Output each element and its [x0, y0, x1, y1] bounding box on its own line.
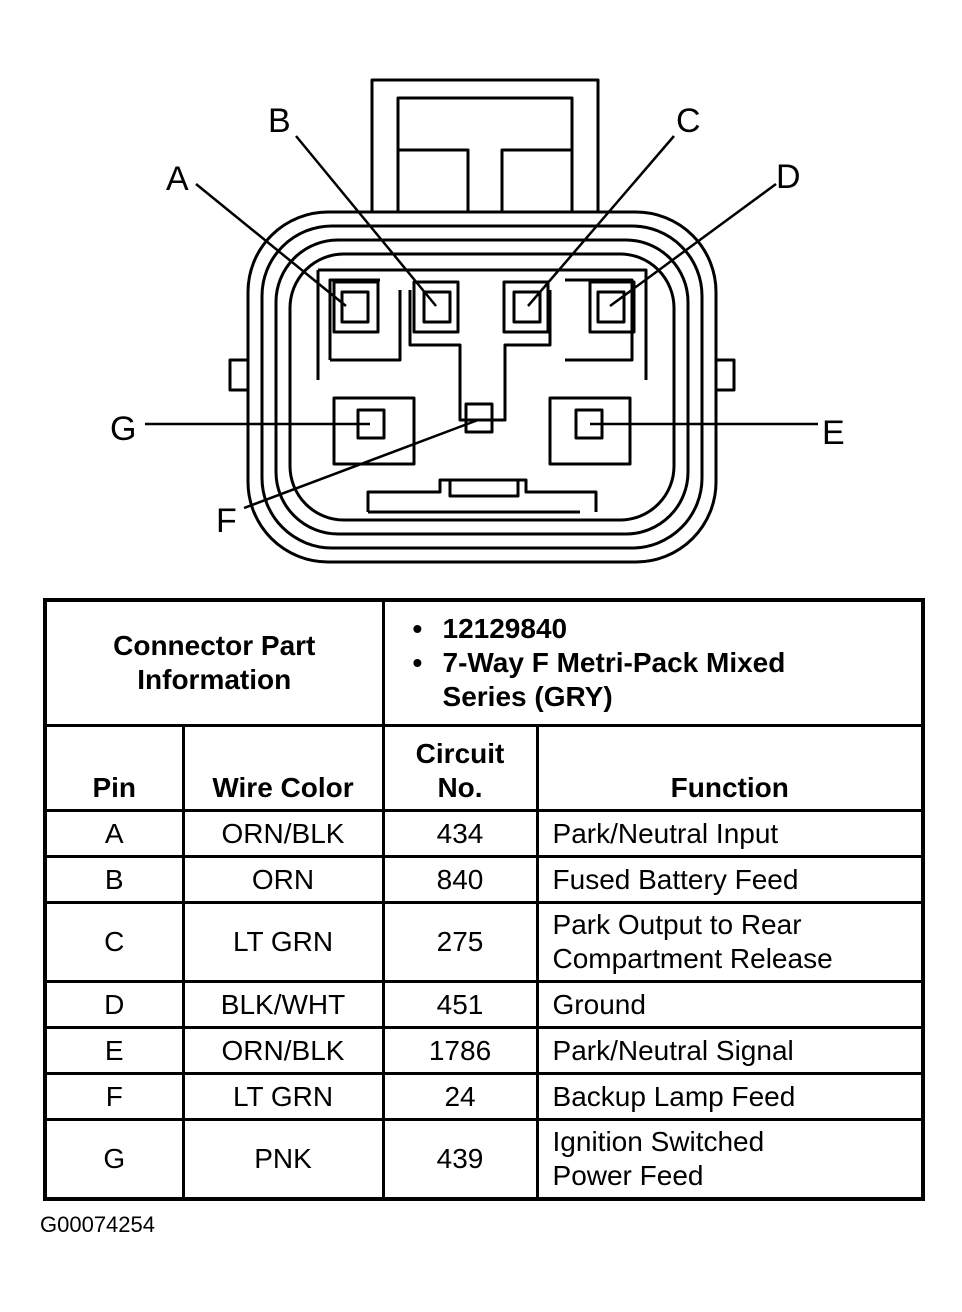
pin-label-b: B	[268, 102, 291, 140]
cavity-c-outer	[502, 280, 550, 334]
figure-id: G00074254	[40, 1212, 155, 1237]
wire-color-cell: BLK/WHT	[181, 980, 385, 1029]
circuit-cell: 840	[381, 855, 539, 904]
function-line: Power Feed	[552, 1160, 704, 1191]
table-row: B ORN 840 Fused Battery Feed	[43, 855, 925, 904]
leader-line-a	[195, 183, 347, 307]
header-row: Pin Wire Color Circuit No. Function	[43, 724, 925, 812]
cavity-b-outer	[412, 280, 460, 334]
function-cell: Ignition Switched Power Feed	[535, 1118, 925, 1201]
cavity-d	[596, 290, 626, 324]
pin-cell: E	[43, 1026, 185, 1075]
connector-latch	[370, 78, 600, 212]
cavity-g-outer	[332, 396, 416, 466]
pin-label-c: C	[676, 102, 701, 140]
circuit-cell: 451	[381, 980, 539, 1029]
pin-cell: D	[43, 980, 185, 1029]
cavity-c	[512, 290, 542, 324]
cavity-b	[422, 290, 452, 324]
pin-cell: G	[43, 1118, 185, 1201]
table-row: G PNK 439 Ignition Switched Power Feed	[43, 1118, 925, 1201]
header-circuit-line2: No.	[437, 772, 483, 803]
function-cell: Ground	[535, 980, 925, 1029]
pin-cell: A	[43, 809, 185, 858]
function-cell: Fused Battery Feed	[535, 855, 925, 904]
cavity-d-outer	[588, 280, 636, 334]
pin-cell: C	[43, 901, 185, 983]
connector-series: Series (GRY)	[442, 681, 613, 712]
connector-side-tab-left	[228, 358, 248, 392]
pin-label-g: G	[110, 410, 136, 448]
cavity-f	[464, 402, 494, 434]
wire-color-cell: LT GRN	[181, 901, 385, 983]
table-row: A ORN/BLK 434 Park/Neutral Input	[43, 809, 925, 858]
leader-line-f	[243, 418, 479, 510]
header-circuit-no: Circuit No.	[381, 724, 539, 812]
table-row: C LT GRN 275 Park Output to Rear Compart…	[43, 901, 925, 983]
function-cell: Park/Neutral Signal	[535, 1026, 925, 1075]
wire-color-cell: ORN/BLK	[181, 1026, 385, 1075]
cavity-a	[340, 290, 370, 324]
circuit-cell: 275	[381, 901, 539, 983]
part-info-row: Connector Part Information 12129840 7-Wa…	[43, 598, 925, 727]
connector-type: 7-Way F Metri-Pack Mixed	[413, 646, 922, 680]
pin-cell: B	[43, 855, 185, 904]
function-cell: Park Output to Rear Compartment Release	[535, 901, 925, 983]
table-row: D BLK/WHT 451 Ground	[43, 980, 925, 1029]
wire-color-cell: LT GRN	[181, 1072, 385, 1121]
pin-label-e: E	[822, 414, 845, 452]
connector-housing	[246, 210, 718, 564]
circuit-cell: 434	[381, 809, 539, 858]
wire-color-cell: ORN	[181, 855, 385, 904]
header-function: Function	[535, 724, 925, 812]
connector-diagram: A B C D G E F	[110, 78, 845, 564]
table-row: F LT GRN 24 Backup Lamp Feed	[43, 1072, 925, 1121]
function-cell: Park/Neutral Input	[535, 809, 925, 858]
leader-line-c	[527, 135, 675, 307]
function-line: Compartment Release	[552, 943, 833, 974]
function-cell: Backup Lamp Feed	[535, 1072, 925, 1121]
part-number: 12129840	[413, 612, 922, 646]
header-pin: Pin	[43, 724, 185, 812]
pin-cell: F	[43, 1072, 185, 1121]
pin-label-f: F	[216, 502, 237, 540]
wire-color-cell: ORN/BLK	[181, 809, 385, 858]
circuit-cell: 24	[381, 1072, 539, 1121]
header-wire-color: Wire Color	[181, 724, 385, 812]
table-row: E ORN/BLK 1786 Park/Neutral Signal	[43, 1026, 925, 1075]
pin-label-a: A	[166, 160, 189, 198]
pin-label-d: D	[776, 158, 801, 196]
function-line: Park Output to Rear	[552, 909, 802, 940]
cavity-e-outer	[548, 396, 632, 466]
part-info-values: 12129840 7-Way F Metri-Pack Mixed Series…	[381, 598, 925, 727]
leader-line-b	[295, 135, 437, 307]
connector-pinout-table: Connector Part Information 12129840 7-Wa…	[43, 598, 926, 1201]
leader-line-d	[609, 182, 777, 308]
part-info-label: Connector Part Information	[43, 598, 385, 727]
connector-side-tab-right	[716, 358, 736, 392]
header-circuit-line1: Circuit	[415, 738, 505, 769]
circuit-cell: 1786	[381, 1026, 539, 1075]
wire-color-cell: PNK	[181, 1118, 385, 1201]
cavity-a-outer	[332, 280, 380, 334]
function-line: Ignition Switched	[552, 1126, 765, 1157]
circuit-cell: 439	[381, 1118, 539, 1201]
